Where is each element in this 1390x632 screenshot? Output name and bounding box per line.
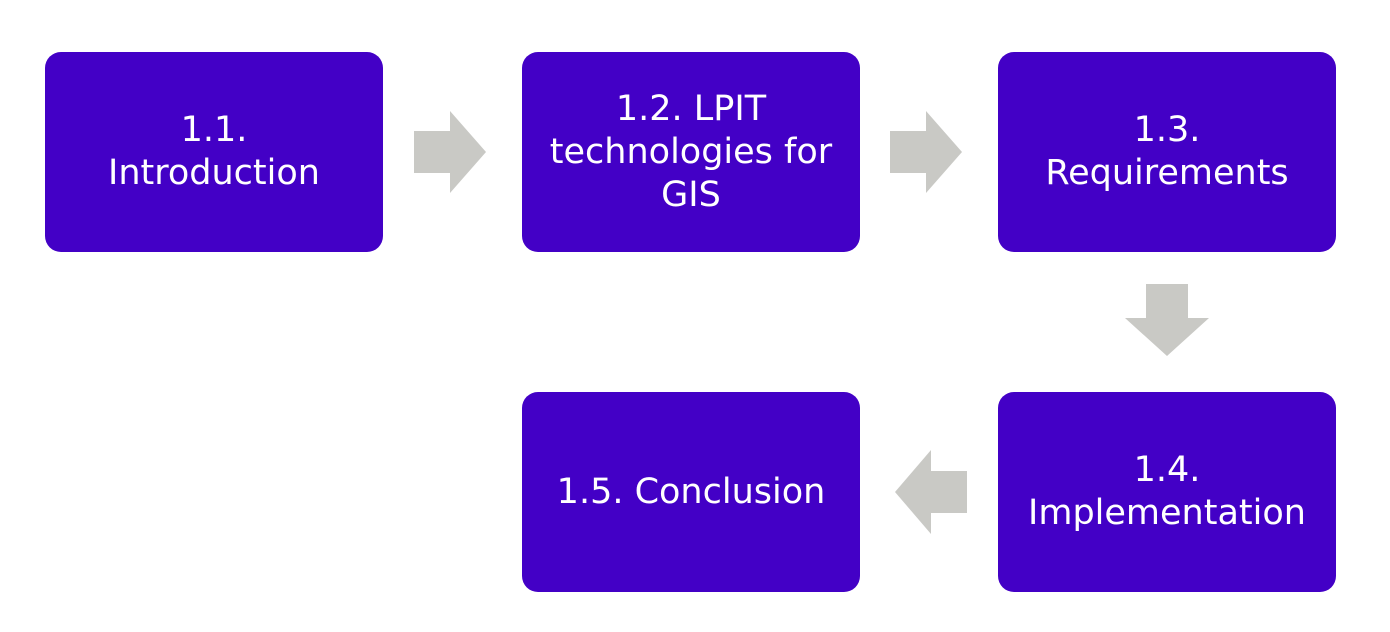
step-label-line: 1.1. [180,110,248,150]
step-label-line: 1.2. LPIT [615,88,767,129]
step-label-line: 1.4. [1133,450,1201,490]
step-box-lpit-technologies: 1.2. LPIT technologies for GIS [522,52,860,252]
arrow-left-icon [895,450,967,534]
step-label-line: 1.5. Conclusion [556,471,826,512]
step-label-line: GIS [661,174,721,215]
step-box-introduction: 1.1. Introduction [45,52,383,252]
step-label-line: 1.3. [1133,110,1201,150]
step-box-requirements: 1.3. Requirements [998,52,1336,252]
step-box-implementation: 1.4. Implementation [998,392,1336,592]
step-label-line: technologies for [549,131,833,172]
step-label-line: Requirements [1045,153,1289,193]
step-label-line: Implementation [1028,493,1306,533]
step-label-line: Introduction [108,153,320,193]
step-box-conclusion: 1.5. Conclusion [522,392,860,592]
arrow-right-icon [890,111,962,193]
arrow-down-icon [1125,284,1209,356]
arrow-right-icon [414,111,486,193]
